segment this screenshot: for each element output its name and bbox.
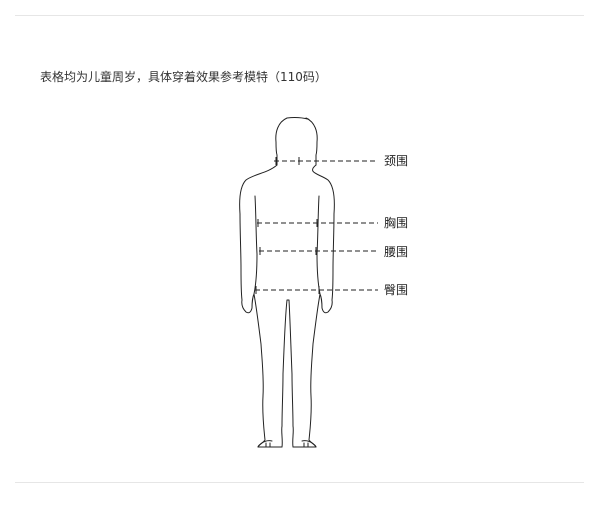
size-note: 表格均为儿童周岁，具体穿着效果参考模特（110码） [40, 70, 327, 84]
right-foot [301, 440, 317, 448]
measurement-ticks [255, 157, 320, 294]
top-divider [15, 15, 584, 16]
head-outline [275, 117, 318, 166]
left-foot [257, 440, 273, 448]
chest-label: 胸围 [384, 215, 408, 230]
right-inner-arm [316, 195, 321, 295]
hip-label: 臀围 [384, 283, 408, 297]
waist-label: 腰围 [384, 245, 408, 259]
body-outline [239, 164, 335, 448]
bottom-divider [15, 482, 584, 483]
left-inner-arm [253, 195, 258, 295]
human-figure [239, 117, 335, 448]
neck-label: 颈围 [384, 154, 408, 168]
